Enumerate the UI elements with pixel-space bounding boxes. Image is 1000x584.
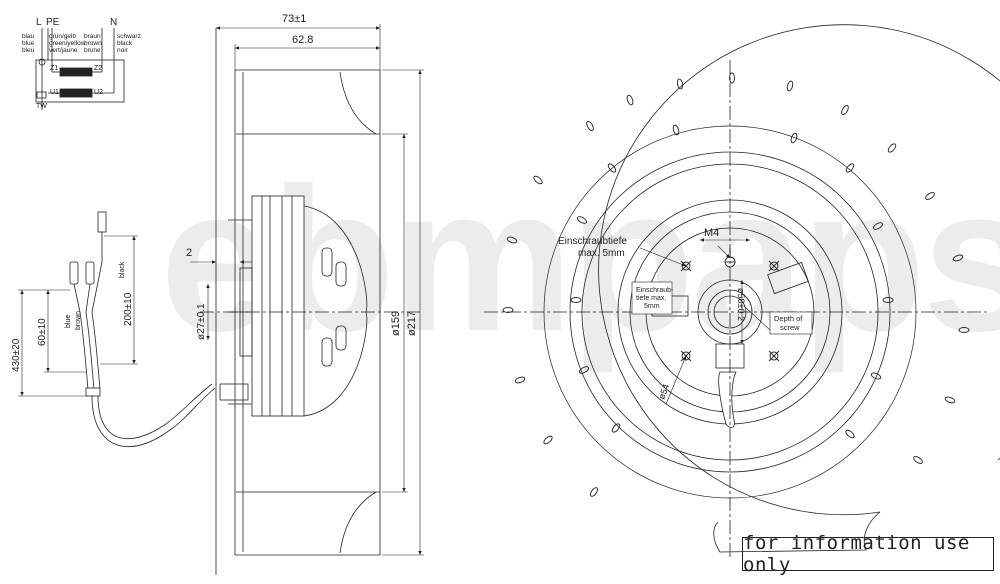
shaft-dia: ø27±0.1 xyxy=(196,303,207,340)
strip-length: 60±10 xyxy=(37,318,48,346)
coil-u xyxy=(59,88,93,98)
wiring-diagram xyxy=(35,28,125,110)
svg-text:schwarz: schwarz xyxy=(117,33,141,40)
hub-dia: ø58±0.2 xyxy=(736,288,746,321)
overall-width: 73±1 xyxy=(282,13,306,25)
front-view-labels: Einschraubtiefe max. 5mm M4 Einschraub- … xyxy=(558,227,803,401)
thermal-label: TW xyxy=(36,103,47,110)
svg-text:blue: blue xyxy=(22,40,35,47)
svg-text:U1: U1 xyxy=(50,89,59,96)
terminal-l: L xyxy=(36,17,42,28)
svg-text:Einschraub-: Einschraub- xyxy=(636,287,674,294)
svg-text:braun: braun xyxy=(84,33,101,40)
terminal-n: N xyxy=(110,17,117,28)
info-note: for information use only xyxy=(742,532,994,576)
pcd-dia: ø54 xyxy=(656,383,671,401)
svg-text:blau: blau xyxy=(22,33,35,40)
thread-label: M4 xyxy=(704,227,719,239)
svg-text:brune: brune xyxy=(84,47,101,54)
cable-labels: 430±20 60±10 200±10 blue brown black xyxy=(11,261,134,372)
svg-text:green/yellow: green/yellow xyxy=(49,40,86,47)
terminal-pe: PE xyxy=(46,17,60,28)
svg-text:5mm: 5mm xyxy=(644,303,660,310)
front-view xyxy=(484,24,1000,560)
svg-text:Z2: Z2 xyxy=(94,65,102,72)
motor-dia: ø159 xyxy=(390,311,402,336)
cable-dims xyxy=(18,235,138,397)
svg-text:noir: noir xyxy=(117,47,129,54)
hub-width: 62.8 xyxy=(292,34,313,46)
svg-text:brown: brown xyxy=(84,40,102,47)
impeller-dia: ø217 xyxy=(406,311,418,336)
cable-assembly xyxy=(69,211,216,447)
screw-depth-max: max. 5mm xyxy=(578,248,625,259)
side-view-dims xyxy=(190,24,424,556)
side-view xyxy=(200,28,420,575)
fan-blade-slots xyxy=(502,72,970,497)
screw-depth-label: Einschraubtiefe xyxy=(558,236,627,247)
svg-text:vert/jaune: vert/jaune xyxy=(49,47,78,54)
side-view-labels: 73±1 62.8 2 ø27±0.1 ø159 ø217 xyxy=(186,13,418,340)
svg-text:grün/gelb: grün/gelb xyxy=(49,33,76,40)
wire-brown: brown xyxy=(75,311,82,330)
black-length: 200±10 xyxy=(123,292,134,326)
wire-black: black xyxy=(119,261,126,278)
offset-dim: 2 xyxy=(186,247,192,259)
svg-text:bleu: bleu xyxy=(22,47,35,54)
front-view-dims xyxy=(631,238,813,405)
total-length: 430±20 xyxy=(11,338,22,372)
svg-text:black: black xyxy=(117,40,133,47)
wiring-labels: L PE N blau blue bleu grün/gelb green/ye… xyxy=(22,17,141,110)
svg-text:Depth of: Depth of xyxy=(774,314,803,323)
coil-z xyxy=(59,67,93,77)
wire-blue: blue xyxy=(65,315,72,328)
svg-text:tiefe max.: tiefe max. xyxy=(636,295,666,302)
svg-text:Z1: Z1 xyxy=(50,65,58,72)
svg-text:screw: screw xyxy=(780,323,800,332)
svg-text:U2: U2 xyxy=(94,89,103,96)
